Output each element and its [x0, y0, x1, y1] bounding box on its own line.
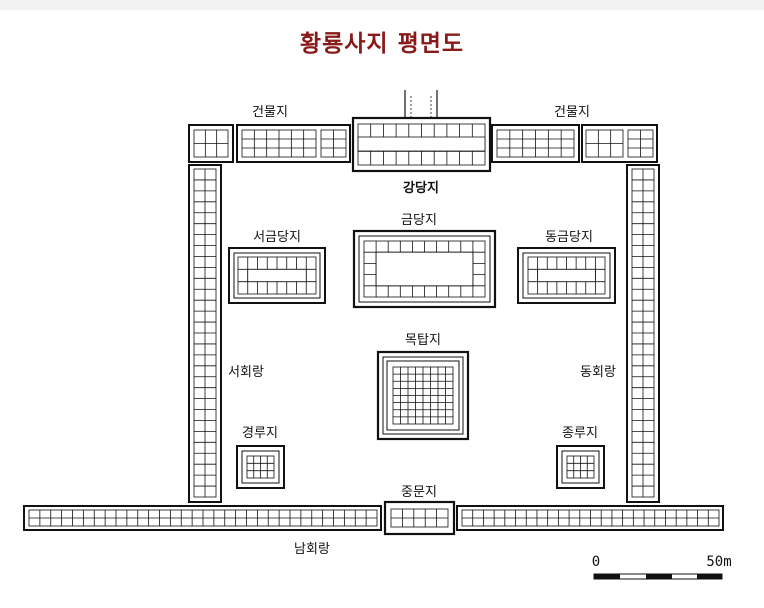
west-corridor [188, 164, 222, 503]
scale-bar: 0 50m [592, 554, 732, 580]
east-corridor [626, 164, 660, 503]
east-hall-inner-frame [522, 252, 611, 299]
label-west-hall: 서금당지 [253, 230, 301, 245]
east-end-building-grid-a [585, 129, 624, 158]
bell-pavilion-west-grid [246, 455, 275, 479]
east-hall-inner [537, 268, 596, 283]
bell-pavilion-east-frame [561, 450, 600, 484]
lecture-hall-nave [357, 136, 486, 152]
west-building [236, 124, 351, 163]
label-main-hall: 금당지 [401, 213, 437, 228]
label-pagoda: 목탑지 [405, 333, 441, 348]
main-hall-inner [375, 251, 474, 287]
top-band [0, 0, 764, 10]
pagoda-frame-1 [382, 356, 464, 435]
pagoda [376, 350, 470, 441]
lecture-hall-stair-dash [410, 96, 432, 118]
middle-gate-grid [390, 508, 449, 528]
south-corridor-east [456, 505, 724, 531]
west-hall [228, 247, 326, 304]
west-building-grid-b [320, 129, 347, 158]
west-hall-inner-frame [233, 252, 321, 299]
west-end-building-grid [193, 129, 229, 158]
bell-pavilion-west-frame [241, 450, 280, 484]
label-lecture-hall: 강당지 [403, 180, 439, 196]
bell-pavilion-east [556, 445, 605, 489]
east-end-building [581, 124, 658, 163]
east-hall [517, 247, 616, 304]
label-building-left: 건물지 [252, 105, 288, 120]
diagram-title: 황룡사지 평면도 [299, 31, 465, 57]
label-bell-east: 종루지 [562, 426, 598, 441]
label-east-hall: 동금당지 [545, 230, 593, 245]
west-hall-inner [247, 268, 307, 283]
label-south-corridor: 남회랑 [294, 542, 330, 557]
label-middle-gate: 중문지 [401, 485, 437, 500]
west-corridor-grid [193, 168, 217, 498]
bell-pavilion-east-grid [566, 455, 595, 479]
label-west-corridor: 서회랑 [228, 365, 264, 380]
main-hall-inner-frame [358, 235, 491, 303]
lecture-hall-stair [404, 90, 438, 119]
south-corridor-west-grid [28, 509, 378, 527]
bell-pavilion-west [236, 445, 285, 489]
scale-bar-seg-2 [646, 574, 672, 579]
label-building-right: 건물지 [554, 105, 590, 120]
east-corridor-grid [631, 168, 655, 498]
east-building-grid [496, 129, 575, 158]
scale-bar-seg-3 [697, 574, 722, 579]
pagoda-grid [392, 366, 454, 425]
west-building-grid-a [241, 129, 317, 158]
east-building [491, 124, 580, 163]
scale-end-label: 50m [706, 554, 731, 570]
middle-gate [383, 500, 456, 536]
scale-start-label: 0 [592, 554, 600, 570]
scale-bar-seg-1 [594, 574, 620, 579]
west-end-building [188, 124, 234, 163]
pagoda-frame-2 [386, 360, 460, 431]
main-hall [352, 229, 497, 309]
lecture-hall [351, 116, 492, 173]
structures [23, 90, 724, 536]
south-corridor-east-grid [461, 509, 720, 527]
label-bell-west: 경루지 [242, 426, 278, 441]
label-east-corridor: 동회랑 [580, 365, 616, 380]
south-corridor-west [23, 505, 382, 531]
east-end-building-grid-b [627, 129, 654, 158]
